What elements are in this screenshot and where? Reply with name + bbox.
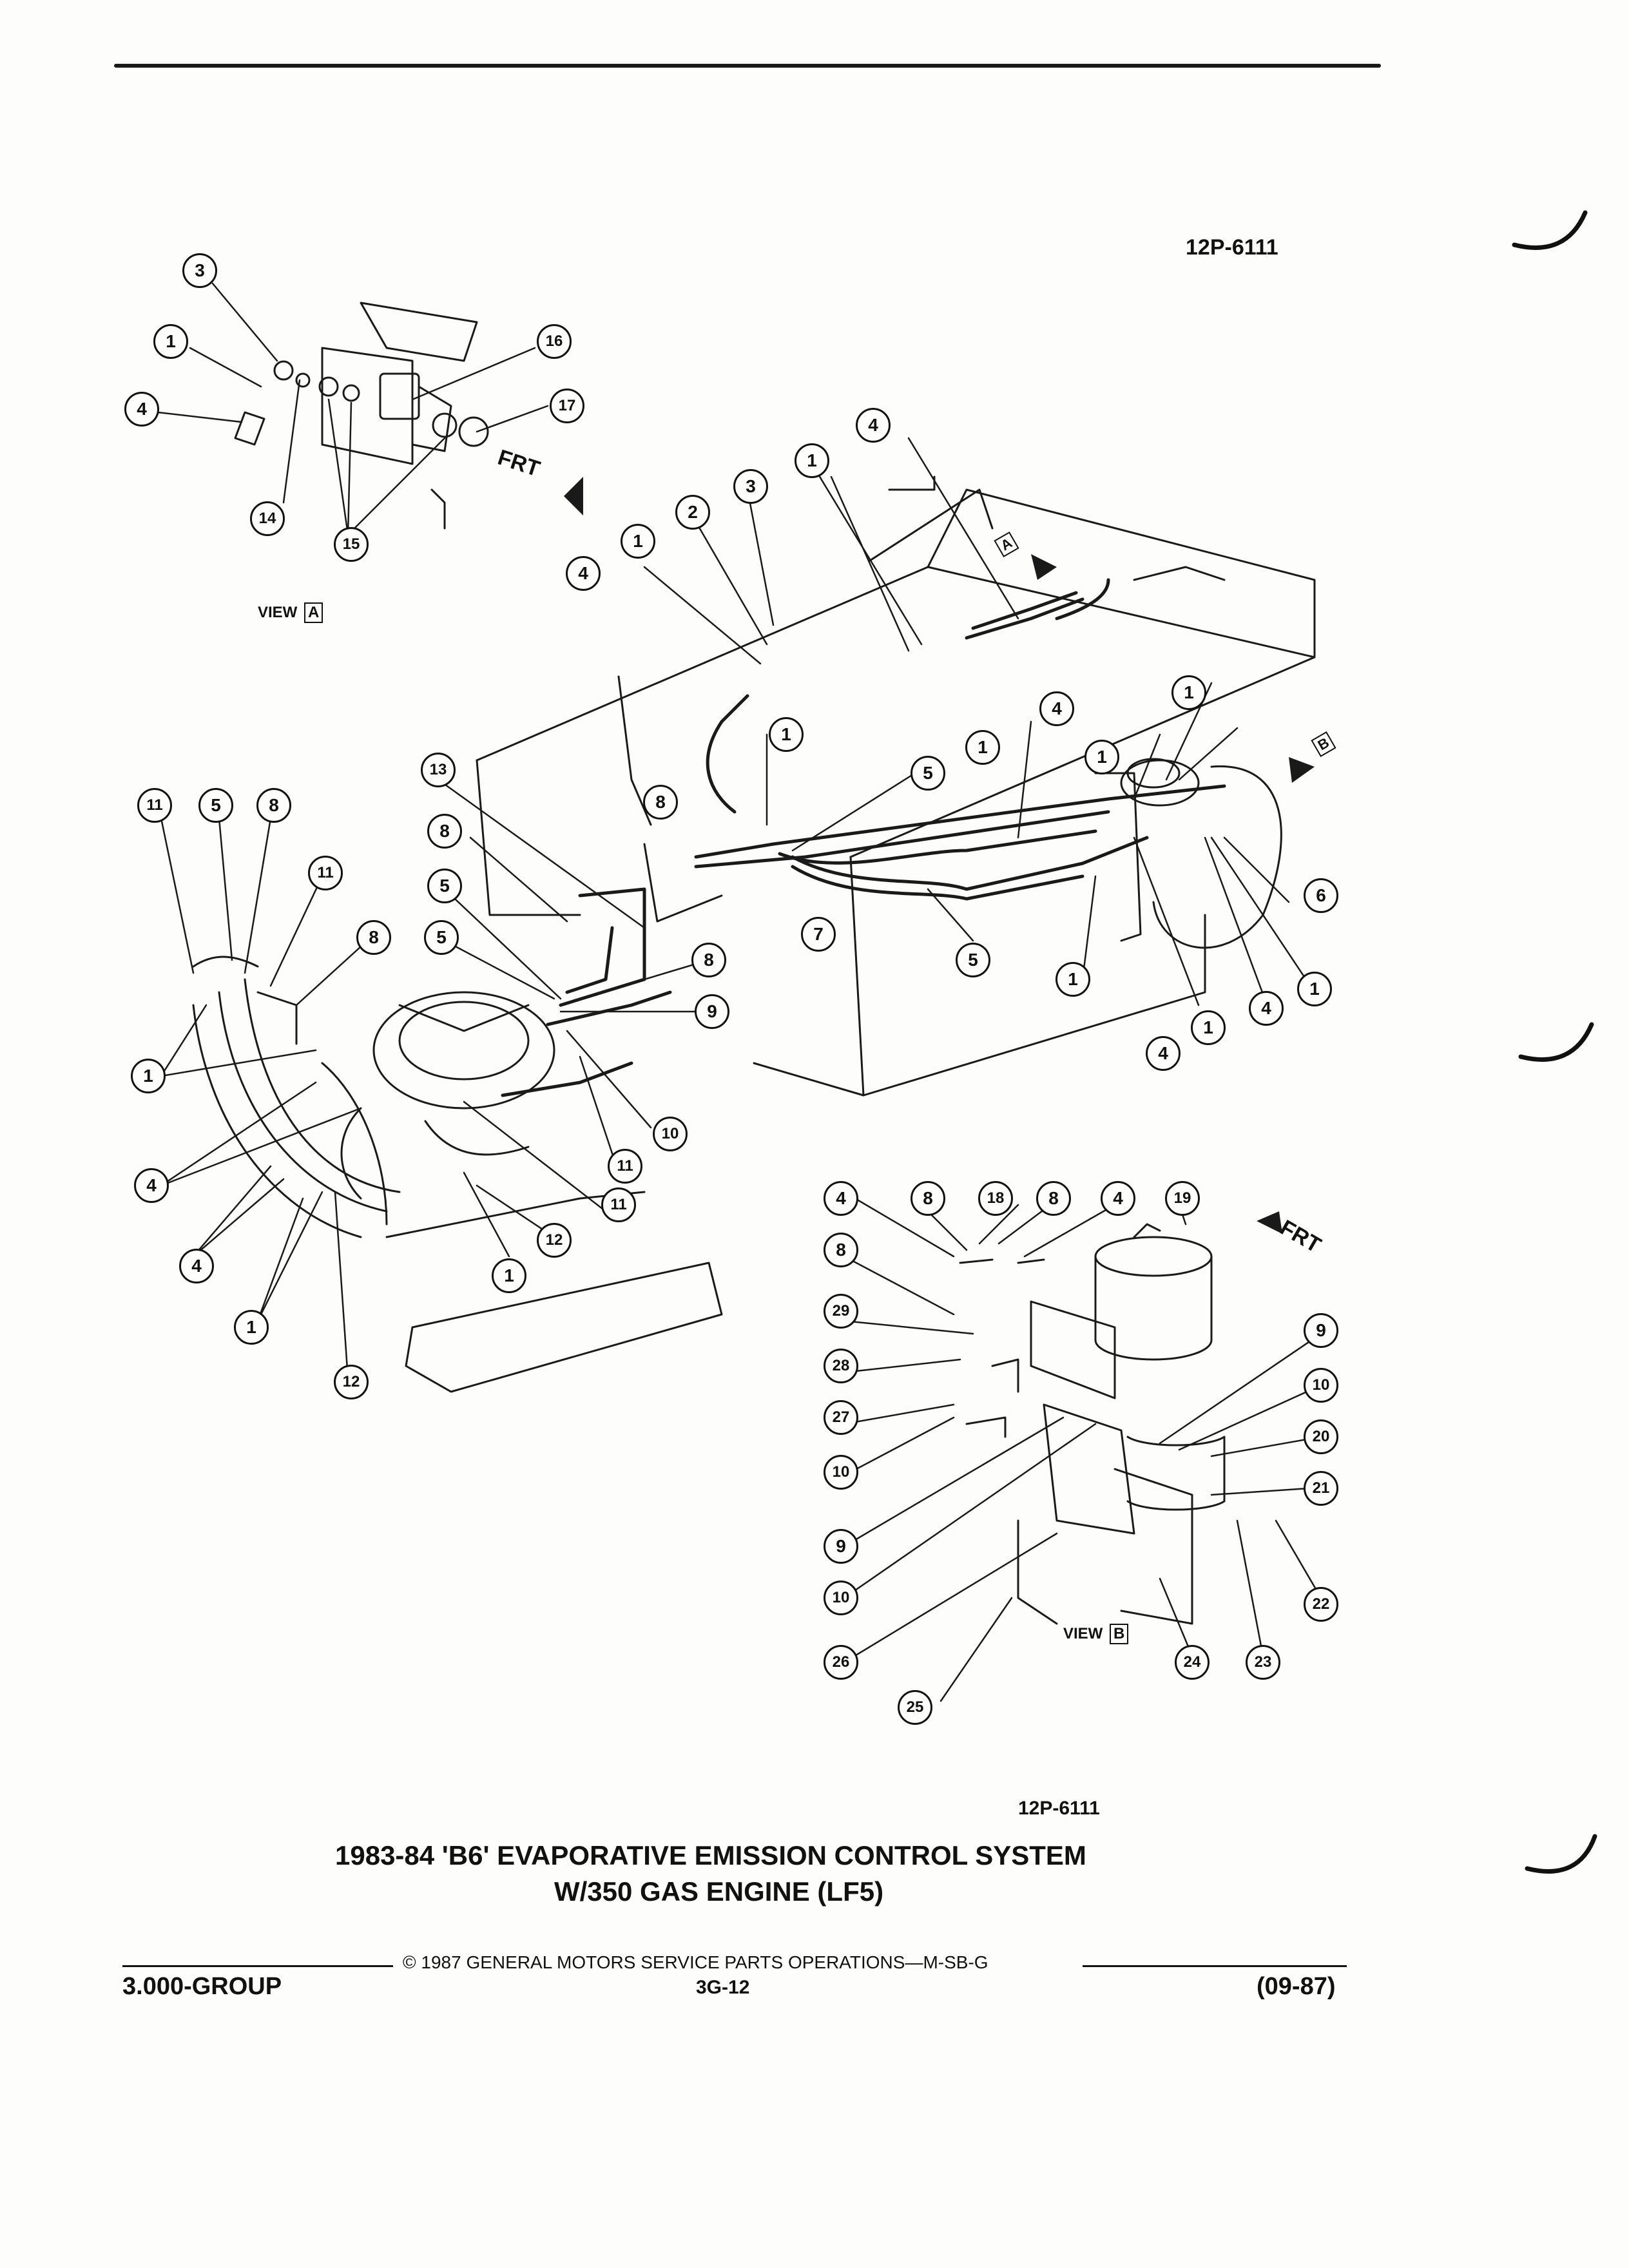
view-b-arrow bbox=[1289, 757, 1315, 783]
callout-bubble: 1 bbox=[1084, 740, 1119, 774]
callout-bubble: 28 bbox=[824, 1349, 858, 1383]
callout-bubble: 6 bbox=[1304, 878, 1338, 913]
view-a-letter: A bbox=[304, 602, 323, 623]
view-a-assembly bbox=[234, 302, 489, 530]
callout-bubble: 1 bbox=[1055, 962, 1090, 997]
callout-bubble: 29 bbox=[824, 1294, 858, 1329]
callout-bubble: 4 bbox=[1101, 1181, 1135, 1216]
callout-bubble: 1 bbox=[492, 1258, 526, 1293]
callout-bubble: 11 bbox=[608, 1149, 642, 1184]
callout-bubble: 8 bbox=[911, 1181, 945, 1216]
callout-bubble: 5 bbox=[427, 869, 462, 903]
callout-bubble: 11 bbox=[308, 856, 343, 890]
callout-bubble: 1 bbox=[1297, 972, 1332, 1006]
callout-bubble: 23 bbox=[1246, 1645, 1280, 1680]
view-a-caption: VIEW A bbox=[258, 602, 323, 623]
callout-bubble: 14 bbox=[250, 501, 285, 536]
callout-bubble: 10 bbox=[1304, 1368, 1338, 1403]
callout-bubble: 8 bbox=[643, 785, 678, 820]
callout-bubble: 25 bbox=[898, 1690, 932, 1725]
callout-bubble: 15 bbox=[334, 527, 369, 562]
leader-lines bbox=[157, 282, 1322, 1702]
callout-bubble: 1 bbox=[131, 1059, 166, 1093]
callout-bubble: 9 bbox=[824, 1529, 858, 1564]
callout-bubble: 5 bbox=[424, 920, 459, 955]
callout-bubble: 8 bbox=[256, 788, 291, 823]
callout-bubble: 18 bbox=[978, 1181, 1013, 1216]
view-b-letter: B bbox=[1110, 1624, 1129, 1644]
callout-bubble: 1 bbox=[1191, 1010, 1226, 1045]
callout-bubble: 1 bbox=[965, 730, 1000, 765]
callout-bubble: 8 bbox=[1036, 1181, 1071, 1216]
callout-bubble: 12 bbox=[537, 1223, 572, 1258]
callout-bubble: 1 bbox=[795, 443, 829, 478]
callout-bubble: 4 bbox=[824, 1181, 858, 1216]
footer-group: 3.000-GROUP bbox=[122, 1973, 282, 2000]
callout-bubble: 1 bbox=[234, 1310, 269, 1345]
callout-bubble: 3 bbox=[182, 253, 217, 288]
footer-copyright: © 1987 GENERAL MOTORS SERVICE PARTS OPER… bbox=[403, 1952, 988, 1972]
callout-bubble: 10 bbox=[824, 1455, 858, 1490]
callout-bubble: 12 bbox=[334, 1365, 369, 1399]
callout-bubble: 21 bbox=[1304, 1471, 1338, 1506]
view-a-arrow bbox=[1031, 554, 1057, 580]
callout-bubble: 4 bbox=[1146, 1036, 1181, 1071]
callout-bubble: 26 bbox=[824, 1645, 858, 1680]
callout-bubble: 1 bbox=[153, 324, 188, 359]
callout-bubble: 9 bbox=[1304, 1313, 1338, 1348]
callout-bubble: 4 bbox=[856, 408, 891, 443]
callout-bubble: 8 bbox=[691, 943, 726, 977]
view-b-canister-assembly bbox=[959, 1223, 1226, 1625]
callout-bubble: 4 bbox=[566, 556, 601, 591]
callout-bubble: 4 bbox=[134, 1168, 169, 1203]
callout-bubble: 13 bbox=[421, 753, 456, 787]
view-b-caption: VIEW B bbox=[1063, 1624, 1129, 1644]
callout-bubble: 10 bbox=[824, 1581, 858, 1615]
front-arrow-top bbox=[564, 477, 583, 515]
view-a-text: VIEW bbox=[258, 604, 298, 621]
callout-bubble: 8 bbox=[824, 1233, 858, 1267]
callout-bubble: 9 bbox=[695, 994, 729, 1029]
front-arrow-b bbox=[1257, 1211, 1282, 1234]
view-b-text: VIEW bbox=[1063, 1625, 1103, 1642]
callout-bubble: 20 bbox=[1304, 1419, 1338, 1454]
footer-rule-right bbox=[1083, 1965, 1347, 1967]
callout-bubble: 2 bbox=[675, 495, 710, 530]
callout-bubble: 7 bbox=[801, 917, 836, 952]
callout-bubble: 22 bbox=[1304, 1587, 1338, 1622]
callout-bubble: 10 bbox=[653, 1117, 688, 1151]
figure-title-line-1: 1983-84 'B6' EVAPORATIVE EMISSION CONTRO… bbox=[335, 1840, 1086, 1870]
footer-page: 3G-12 bbox=[696, 1977, 750, 1998]
vapor-lines bbox=[501, 578, 1226, 1097]
engine-assembly bbox=[192, 956, 723, 1393]
callout-bubble: 5 bbox=[911, 756, 945, 791]
callout-bubble: 4 bbox=[124, 392, 159, 427]
callout-bubble: 8 bbox=[356, 920, 391, 955]
figure-title-line-2: W/350 GAS ENGINE (LF5) bbox=[554, 1876, 884, 1907]
callout-bubble: 1 bbox=[769, 717, 804, 752]
callout-bubble: 4 bbox=[179, 1249, 214, 1283]
footer-rule-left bbox=[122, 1965, 393, 1967]
footer-date: (09-87) bbox=[1257, 1973, 1336, 2000]
callout-bubble: 5 bbox=[198, 788, 233, 823]
callout-bubble: 17 bbox=[550, 389, 584, 423]
callout-bubble: 16 bbox=[537, 324, 572, 359]
callout-bubble: 3 bbox=[733, 469, 768, 504]
callout-bubble: 27 bbox=[824, 1400, 858, 1435]
callout-bubble: 19 bbox=[1165, 1181, 1200, 1216]
callout-bubble: 1 bbox=[1171, 675, 1206, 710]
callout-bubble: 8 bbox=[427, 814, 462, 849]
callout-bubble: 5 bbox=[956, 943, 990, 977]
callout-bubble: 11 bbox=[601, 1187, 636, 1222]
callout-bubble: 1 bbox=[621, 524, 655, 559]
callout-bubble: 4 bbox=[1039, 691, 1074, 726]
callout-bubble: 24 bbox=[1175, 1645, 1210, 1680]
callout-bubble: 11 bbox=[137, 788, 172, 823]
callout-bubble: 4 bbox=[1249, 991, 1284, 1026]
figure-code-top: 12P-6111 bbox=[1186, 235, 1278, 260]
figure-code-bottom: 12P-6111 bbox=[1018, 1798, 1100, 1819]
